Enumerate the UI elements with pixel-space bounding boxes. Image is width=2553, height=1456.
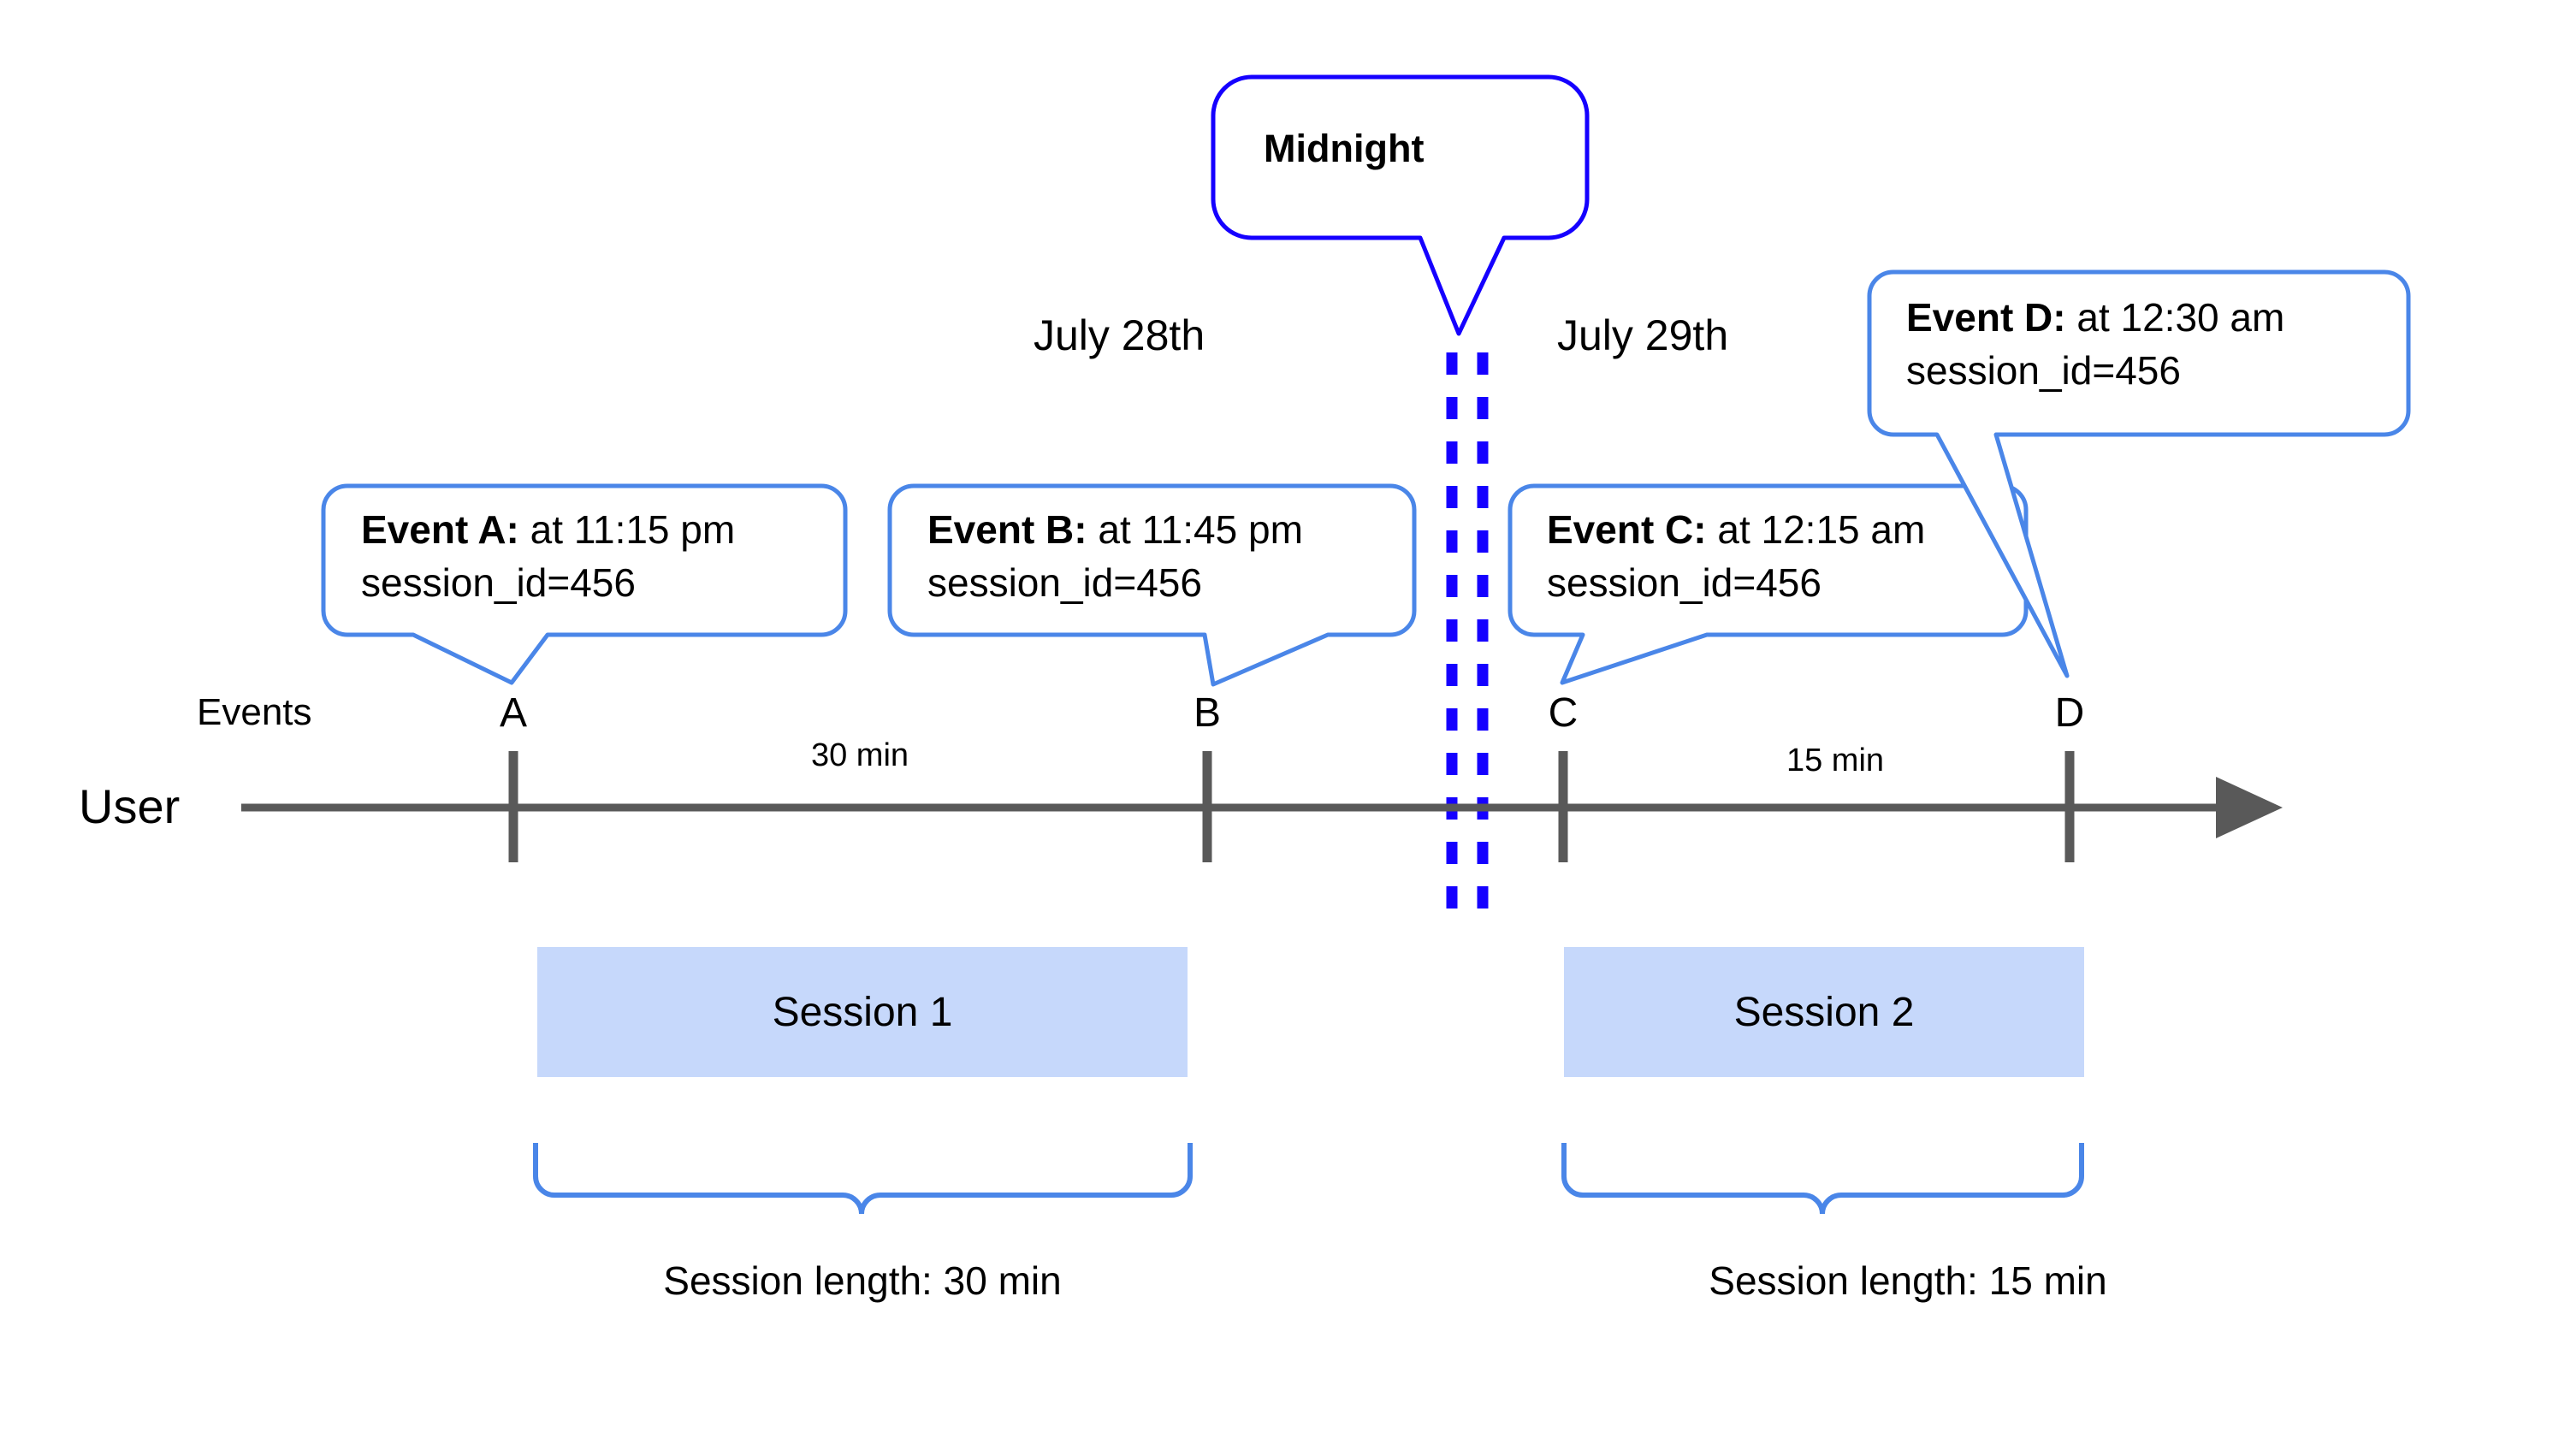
timeline-axis: [241, 777, 2283, 838]
event-b-callout-text: Event B: at 11:45 pm session_id=456: [927, 503, 1303, 609]
event-d-time: at 12:30 am: [2065, 295, 2285, 340]
event-d-name: Event D:: [1906, 295, 2066, 340]
session-1-brace: [533, 1143, 1193, 1215]
event-d-attribute: session_id=456: [1906, 348, 2181, 393]
session-1-label: Session 1: [772, 989, 953, 1035]
session-2-length-label: Session length: 15 min: [1709, 1258, 2107, 1303]
midnight-label: Midnight: [1264, 127, 1425, 170]
date-label-july-29: July 29th: [1557, 311, 1729, 359]
gap-label-cd: 15 min: [1786, 743, 1885, 778]
event-c-name: Event C:: [1547, 507, 1707, 552]
session-2-brace: [1561, 1143, 2084, 1215]
midnight-divider-lines: [1446, 352, 1489, 922]
session-2-label: Session 2: [1733, 989, 1915, 1035]
marker-label-d: D: [2054, 690, 2085, 736]
event-b-name: Event B:: [927, 507, 1087, 552]
marker-label-a: A: [499, 690, 527, 736]
session-1-bar: Session 1: [537, 947, 1188, 1077]
timeline-axis-arrowhead: [2216, 777, 2283, 838]
event-d-callout-text: Event D: at 12:30 am session_id=456: [1906, 291, 2284, 397]
gap-label-ab: 30 min: [810, 737, 909, 773]
events-row-label: Events: [197, 691, 312, 733]
date-label-july-28: July 28th: [1034, 311, 1205, 359]
event-b-attribute: session_id=456: [927, 560, 1202, 605]
user-row-label: User: [79, 779, 181, 833]
event-c-time: at 12:15 am: [1706, 507, 1926, 552]
session-2-bar: Session 2: [1564, 947, 2084, 1077]
event-c-callout-text: Event C: at 12:15 am session_id=456: [1547, 503, 1925, 609]
event-a-attribute: session_id=456: [361, 560, 636, 605]
session-1-length-label: Session length: 30 min: [663, 1258, 1062, 1303]
midnight-callout-shape: [1211, 74, 1590, 336]
event-a-name: Event A:: [361, 507, 519, 552]
event-c-attribute: session_id=456: [1547, 560, 1821, 605]
event-a-callout-text: Event A: at 11:15 pm session_id=456: [361, 503, 735, 609]
marker-label-b: B: [1193, 690, 1221, 736]
event-b-time: at 11:45 pm: [1087, 507, 1303, 552]
event-a-time: at 11:15 pm: [518, 507, 736, 552]
marker-label-c: C: [1548, 690, 1579, 736]
